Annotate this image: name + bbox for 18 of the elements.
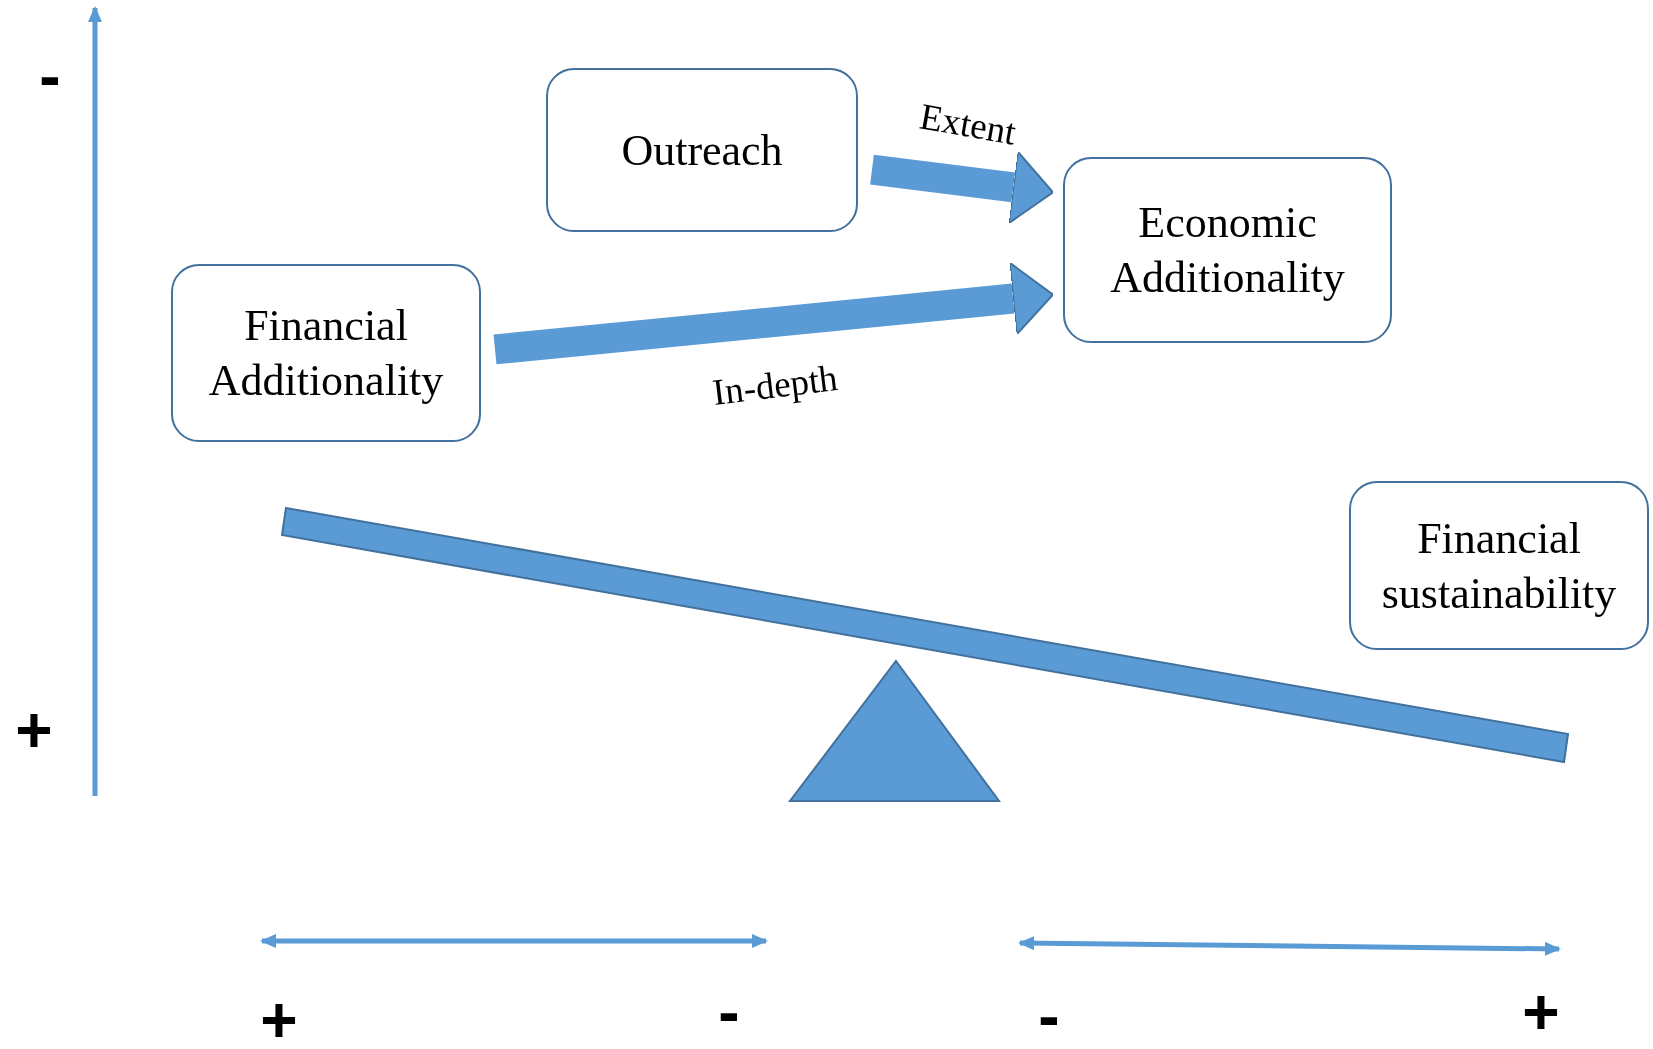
edge-label: Extent xyxy=(917,97,1019,151)
sign-label: - xyxy=(39,44,61,108)
sign-label: - xyxy=(1038,984,1060,1048)
rounded-box xyxy=(171,264,481,442)
block-arrow xyxy=(870,150,1054,225)
rounded-box xyxy=(1063,157,1392,343)
box-label: Financial sustainability xyxy=(1380,512,1618,620)
sign-label: + xyxy=(1522,980,1560,1044)
block-arrow xyxy=(493,261,1054,365)
rounded-box xyxy=(1349,481,1649,650)
sign-label: + xyxy=(15,698,53,762)
rounded-box xyxy=(546,68,858,232)
box-label: Financial Additionality xyxy=(207,300,445,407)
sign-label: + xyxy=(260,988,298,1049)
box-label: Economic Additionality xyxy=(1109,197,1346,304)
box-label: Outreach xyxy=(621,124,783,177)
edge-label: In-depth xyxy=(710,359,840,411)
sign-label: - xyxy=(718,980,740,1044)
